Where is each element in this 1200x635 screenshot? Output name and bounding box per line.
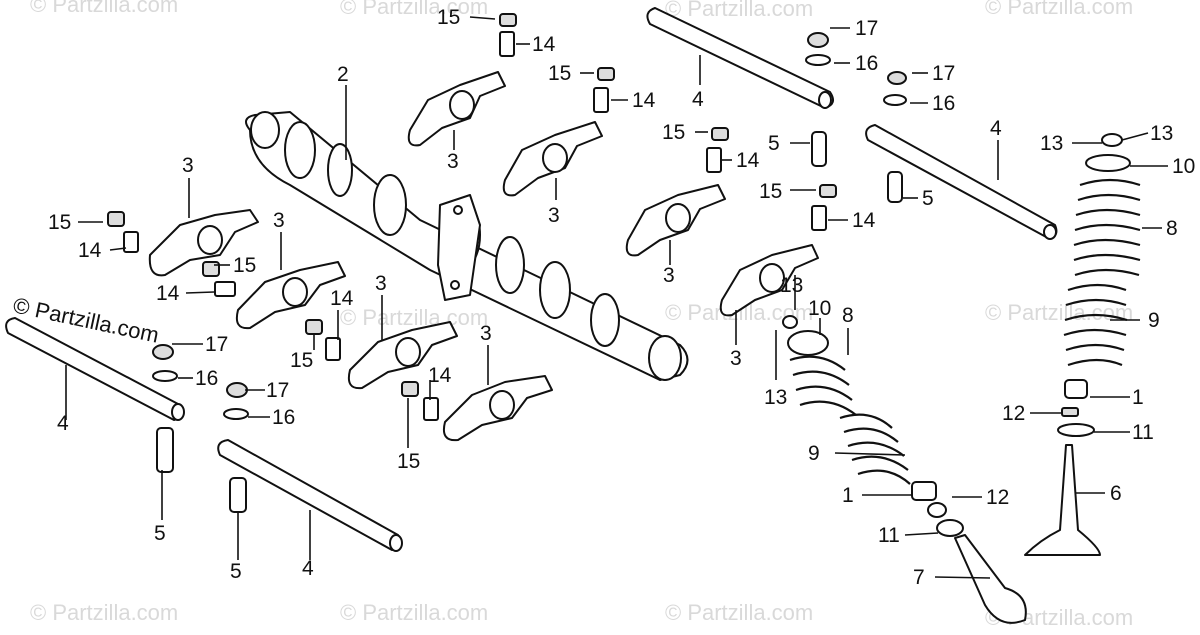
callout-label: 11 bbox=[878, 524, 900, 547]
callout-label: 5 bbox=[768, 132, 780, 155]
callout-label: 17 bbox=[266, 379, 289, 402]
callout-label: 3 bbox=[182, 154, 194, 177]
callout-label: 10 bbox=[1172, 155, 1195, 178]
callout-label: 1 bbox=[842, 484, 854, 507]
callout-label: 3 bbox=[273, 209, 285, 232]
rocker-shafts bbox=[5, 7, 1058, 552]
callout-label: 14 bbox=[78, 239, 102, 262]
callout-label: 13 bbox=[1150, 122, 1173, 145]
callout-label: 4 bbox=[302, 557, 314, 580]
callout-label: 13 bbox=[780, 274, 803, 297]
callout-label: 3 bbox=[730, 347, 742, 370]
callout-label: 9 bbox=[808, 442, 820, 465]
callout-label: 3 bbox=[375, 272, 387, 295]
callout-label: 10 bbox=[808, 297, 831, 320]
callout-label: 17 bbox=[855, 17, 878, 40]
callout-label: 15 bbox=[290, 349, 313, 372]
callout-label: 4 bbox=[57, 412, 69, 435]
callout-label: 5 bbox=[922, 187, 934, 210]
callout-label: 15 bbox=[397, 450, 420, 473]
watermark: © Partzilla.com bbox=[340, 0, 488, 19]
callout-label: 14 bbox=[156, 282, 180, 305]
callout-label: 3 bbox=[663, 264, 675, 287]
callout-label: 5 bbox=[230, 560, 242, 583]
callout-label: 13 bbox=[1040, 132, 1063, 155]
callout-label: 15 bbox=[233, 254, 256, 277]
callout-label: 16 bbox=[195, 367, 218, 390]
watermark: © Partzilla.com bbox=[985, 300, 1133, 325]
callout-label: 14 bbox=[330, 287, 354, 310]
callout-label: 15 bbox=[662, 121, 685, 144]
watermark: © Partzilla.com bbox=[340, 600, 488, 625]
callout-label: 4 bbox=[692, 88, 704, 111]
callout-labels: 15 14 2 4 17 16 15 14 17 16 3 15 14 5 4 … bbox=[48, 6, 1195, 589]
callout-label: 14 bbox=[632, 89, 656, 112]
watermark: © Partzilla.com bbox=[30, 600, 178, 625]
callout-label: 2 bbox=[337, 63, 349, 86]
callout-label: 16 bbox=[932, 92, 955, 115]
camshaft bbox=[245, 111, 689, 381]
callout-label: 14 bbox=[532, 33, 556, 56]
callout-label: 1 bbox=[1132, 386, 1144, 409]
callout-label: 5 bbox=[154, 522, 166, 545]
watermark: © Partzilla.com bbox=[30, 0, 178, 17]
callout-label: 8 bbox=[842, 304, 854, 327]
callout-label: 8 bbox=[1166, 217, 1178, 240]
callout-label: 14 bbox=[852, 209, 876, 232]
rocker-arms bbox=[148, 71, 819, 442]
callout-label: 14 bbox=[736, 149, 760, 172]
callout-label: 12 bbox=[986, 486, 1009, 509]
callout-label: 15 bbox=[437, 6, 460, 29]
callout-label: 15 bbox=[759, 180, 782, 203]
callout-label: 6 bbox=[1110, 482, 1122, 505]
watermark: © Partzilla.com bbox=[665, 600, 813, 625]
watermark: © Partzilla.com bbox=[340, 305, 488, 330]
callout-label: 12 bbox=[1002, 402, 1025, 425]
callout-label: 17 bbox=[205, 333, 228, 356]
valve-left bbox=[782, 315, 1027, 624]
callout-label: 17 bbox=[932, 62, 955, 85]
watermark: © Partzilla.com bbox=[665, 0, 813, 21]
callout-label: 16 bbox=[272, 406, 295, 429]
watermark: © Partzilla.com bbox=[985, 0, 1133, 19]
callout-label: 15 bbox=[48, 211, 71, 234]
callout-label: 3 bbox=[548, 204, 560, 227]
callout-label: 16 bbox=[855, 52, 878, 75]
leader-lines bbox=[65, 16, 1168, 579]
callout-label: 9 bbox=[1148, 309, 1160, 332]
callout-label: 11 bbox=[1132, 421, 1154, 444]
callout-label: 3 bbox=[480, 322, 492, 345]
callout-label: 15 bbox=[548, 62, 571, 85]
valve-right bbox=[1024, 133, 1141, 556]
callout-label: 7 bbox=[913, 566, 925, 589]
callout-label: 13 bbox=[764, 386, 787, 409]
callout-label: 4 bbox=[990, 117, 1002, 140]
callout-label: 14 bbox=[428, 364, 452, 387]
callout-label: 3 bbox=[447, 150, 459, 173]
